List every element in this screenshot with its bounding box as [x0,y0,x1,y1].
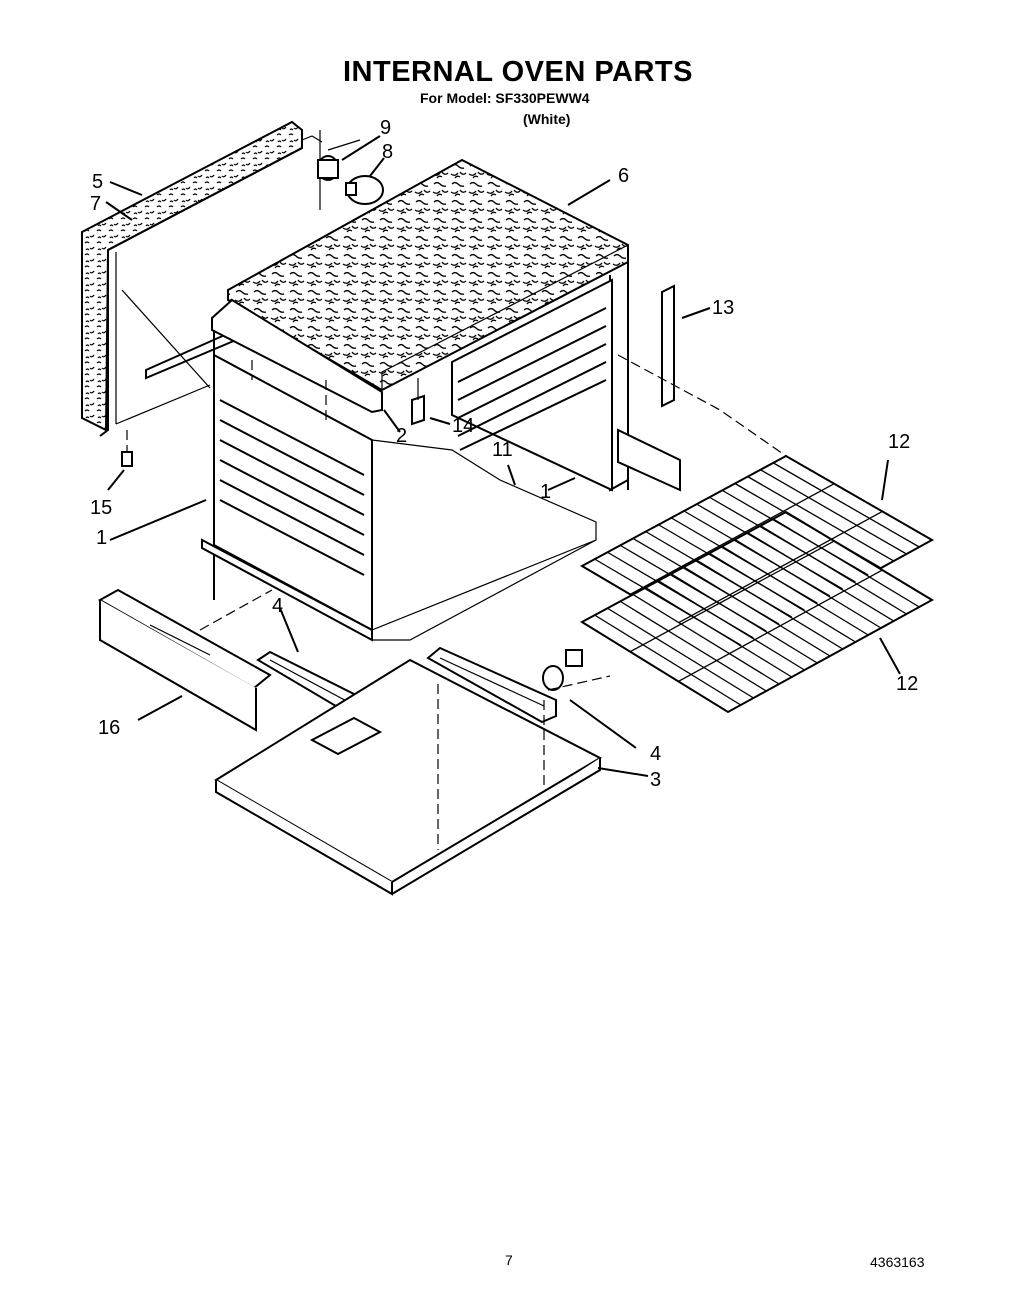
callout-8: 8 [382,141,393,163]
page-number: 7 [505,1252,513,1268]
oven-bottom [371,439,597,641]
rack-wire [734,482,882,569]
rack-crossbar [629,483,835,595]
rear-bracket [661,284,675,408]
rack-wire [772,462,920,548]
clip [411,378,425,426]
rack-wire [683,566,831,657]
rack-wire [721,545,869,636]
assembly-lines [199,354,787,691]
front-frame-panel [81,120,361,437]
callout-16: 16 [98,717,120,739]
callout-7: 7 [90,193,101,215]
callout-6: 6 [618,165,629,187]
oven-rack-wires [594,462,920,706]
rack-wire [645,587,793,678]
color-line: (White) [523,111,571,127]
rack-wire [696,559,844,650]
rack-wire [772,518,920,608]
rack-crossbar [629,540,835,653]
callout-12a: 12 [888,431,910,453]
rack-wire [747,476,895,562]
bottom-panel [214,658,603,896]
front-shield [97,588,272,732]
callout-14: 14 [452,415,474,437]
callout-12b: 12 [896,673,918,695]
callout-5: 5 [92,171,103,193]
leader-lines [105,135,901,777]
callout-13: 13 [712,297,734,319]
callout-1b: 1 [540,481,551,503]
callout-3: 3 [650,769,661,791]
callout-15: 15 [90,497,112,519]
callout-4b: 4 [650,743,661,765]
callout-9: 9 [380,117,391,139]
callout-1a: 1 [96,527,107,549]
element-support-right [426,646,583,724]
rack-wire [734,538,882,629]
light-bulb [345,175,384,205]
rack-wire [709,552,856,643]
rack-wire [760,525,907,615]
callout-11: 11 [492,439,513,461]
rack-wire [658,580,805,671]
fastener [121,430,133,467]
rack-wire [760,469,907,555]
rack-wire [619,600,767,692]
callout-4a: 4 [272,595,283,617]
model-line: For Model: SF330PEWW4 [420,90,590,106]
document-number: 4363163 [870,1254,925,1270]
callout-labels: 5 7 9 8 6 13 2 14 11 1 12 15 1 4 12 16 4… [90,117,918,791]
right-side-panel [451,278,681,492]
rack-wire [670,573,818,664]
callout-2: 2 [396,425,407,447]
rack-wire [632,593,780,685]
left-side-panel [201,353,373,642]
rack-crossbar [678,569,883,682]
page-title: INTERNAL OVEN PARTS [342,56,693,88]
rack-wire [607,607,754,699]
lamp-socket [317,155,339,181]
rack-wire [747,532,895,622]
rack-wire [594,614,742,706]
